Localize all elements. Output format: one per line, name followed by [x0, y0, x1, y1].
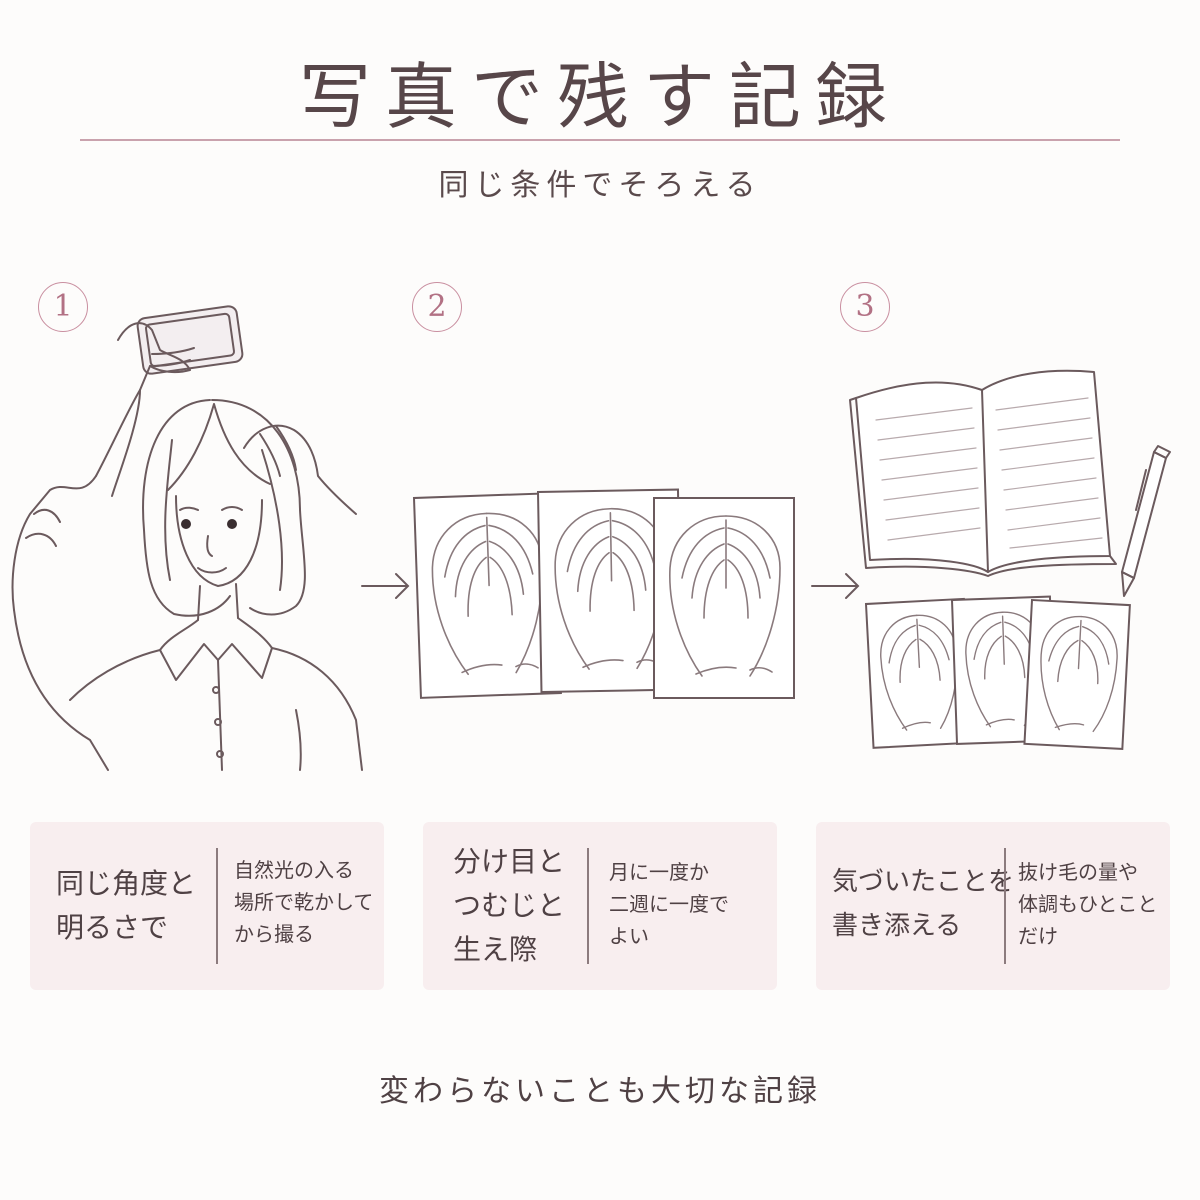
selfie-woman-illustration [11, 305, 363, 771]
page-subtitle: 同じ条件でそろえる [438, 168, 762, 203]
step-2-note: 月に一度か 二週に一度で よい [609, 860, 729, 948]
step-1-card: 同じ角度と 明るさで 自然光の入る 場所で乾かして から撮る [30, 822, 384, 990]
card-divider [1004, 848, 1006, 964]
small-photo-3 [1023, 599, 1131, 750]
card-divider [216, 848, 218, 964]
step-3-number: 3 [840, 282, 890, 332]
step-1-main-text: 同じ角度と 明るさで [56, 867, 197, 944]
page-title: 写真で残す記録 [298, 55, 901, 139]
scalp-photos-illustration [413, 488, 795, 699]
step-1-note: 自然光の入る 場所で乾かして から撮る [234, 858, 374, 946]
step-1-number: 1 [38, 282, 88, 332]
step-2-card: 分け目と つむじと 生え際 月に一度か 二週に一度で よい [423, 822, 777, 990]
step-2-main-text: 分け目と つむじと 生え際 [453, 845, 566, 966]
arrow-right-icon [811, 573, 860, 599]
step-3-card: 気づいたことを 書き添える 抜け毛の量や 体調もひとこと だけ [816, 822, 1170, 990]
step-3-main-text: 気づいたことを 書き添える [832, 867, 1015, 941]
notebook-pen-photos-illustration [849, 369, 1171, 750]
step-3-note: 抜け毛の量や 体調もひとこと だけ [1018, 860, 1158, 948]
scalp-photo-3 [653, 497, 795, 699]
step-2-number: 2 [412, 282, 462, 332]
footer-text: 変わらないことも大切な記録 [379, 1074, 821, 1109]
card-divider [587, 848, 589, 964]
arrow-right-icon [361, 573, 410, 599]
title-divider [80, 139, 1120, 141]
